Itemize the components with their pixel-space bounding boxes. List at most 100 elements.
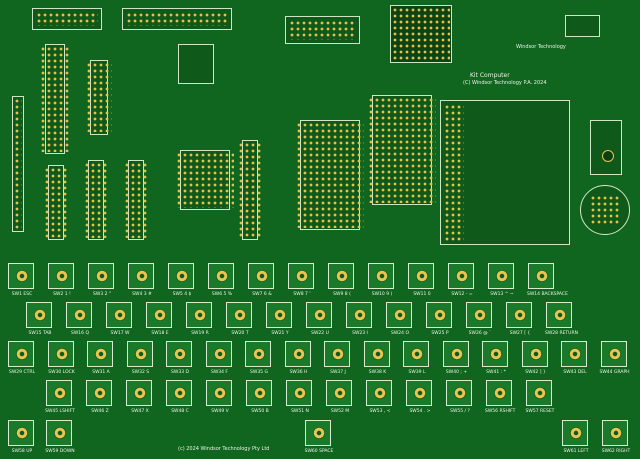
key-switch[interactable]: SW52 M bbox=[326, 380, 352, 414]
key-switch[interactable]: SW57 RESET bbox=[526, 380, 554, 414]
key-switch[interactable]: SW55 / ? bbox=[446, 380, 472, 414]
ic-tall-2-pins bbox=[84, 162, 108, 238]
key-switch[interactable]: SW19 R bbox=[186, 302, 212, 336]
key-cap bbox=[16, 427, 28, 439]
key-switch[interactable]: SW13 ^ ~ bbox=[488, 263, 514, 297]
key-label: SW60 SPACE bbox=[304, 449, 334, 454]
key-switch[interactable]: SW16 Q bbox=[66, 302, 92, 336]
key-cap bbox=[95, 348, 107, 360]
key-cap bbox=[74, 309, 86, 321]
key-switch[interactable]: SW37 J bbox=[324, 341, 350, 375]
key-cap bbox=[94, 387, 106, 399]
key-switch[interactable]: SW10 9 ) bbox=[368, 263, 394, 297]
key-label: SW62 RIGHT bbox=[601, 449, 631, 454]
key-switch[interactable]: SW60 SPACE bbox=[305, 420, 333, 454]
key-label: SW8 7 ' bbox=[293, 292, 311, 297]
key-switch[interactable]: SW17 W bbox=[106, 302, 132, 336]
key-cap bbox=[194, 309, 206, 321]
key-switch[interactable]: SW32 S bbox=[126, 341, 153, 375]
key-switch[interactable]: SW38 K bbox=[363, 341, 390, 375]
key-switch[interactable]: SW34 F bbox=[205, 341, 232, 375]
key-switch[interactable]: SW47 X bbox=[126, 380, 152, 414]
key-switch[interactable]: SW48 C bbox=[166, 380, 192, 414]
key-switch[interactable]: SW49 V bbox=[206, 380, 232, 414]
key-switch[interactable]: SW4 3 # bbox=[128, 263, 154, 297]
key-cap bbox=[96, 270, 108, 282]
key-switch[interactable]: SW40 ; + bbox=[442, 341, 469, 375]
key-switch[interactable]: SW42 ] } bbox=[521, 341, 548, 375]
key-switch[interactable]: SW59 DOWN bbox=[45, 420, 75, 454]
key-switch[interactable]: SW26 @ ` bbox=[466, 302, 492, 336]
key-cap bbox=[450, 348, 463, 360]
key-switch[interactable]: SW18 E bbox=[146, 302, 172, 336]
key-cap bbox=[474, 309, 486, 321]
key-switch[interactable]: SW14 BACKSPACE bbox=[527, 263, 568, 297]
key-switch[interactable]: SW23 I bbox=[346, 302, 372, 336]
key-switch[interactable]: SW44 GRAPH bbox=[600, 341, 630, 375]
key-switch[interactable]: SW58 UP bbox=[8, 420, 34, 454]
key-switch[interactable]: SW20 T bbox=[226, 302, 252, 336]
key-switch[interactable]: SW21 Y bbox=[266, 302, 292, 336]
connector-right bbox=[565, 15, 600, 37]
key-switch[interactable]: SW45 LSHIFT bbox=[45, 380, 75, 414]
key-switch[interactable]: SW8 7 ' bbox=[288, 263, 314, 297]
key-switch[interactable]: SW41 : * bbox=[482, 341, 508, 375]
key-cap bbox=[394, 309, 406, 321]
key-label: SW31 A bbox=[92, 370, 110, 375]
key-label: SW56 RSHIFT bbox=[485, 409, 516, 414]
key-switch[interactable]: SW30 LOCK bbox=[47, 341, 75, 375]
key-switch[interactable]: SW25 P bbox=[426, 302, 452, 336]
key-switch[interactable]: SW28 RETURN bbox=[545, 302, 578, 336]
key-switch[interactable]: SW61 LEFT bbox=[562, 420, 589, 454]
key-cap bbox=[136, 270, 148, 282]
ic-tall-3-pins bbox=[124, 162, 148, 238]
key-switch[interactable]: SW39 L bbox=[403, 341, 429, 375]
key-switch[interactable]: SW12 - = bbox=[448, 263, 474, 297]
key-switch[interactable]: SW46 Z bbox=[86, 380, 112, 414]
key-switch[interactable]: SW2 1 ! bbox=[48, 263, 74, 297]
key-switch[interactable]: SW3 2 " bbox=[88, 263, 114, 297]
key-cap bbox=[610, 427, 622, 439]
key-cap bbox=[494, 387, 506, 399]
key-label: SW39 L bbox=[408, 370, 426, 375]
key-switch[interactable]: SW7 6 & bbox=[248, 263, 274, 297]
key-switch[interactable]: SW35 G bbox=[245, 341, 271, 375]
key-switch[interactable]: SW11 0 bbox=[408, 263, 434, 297]
key-switch[interactable]: SW15 TAB bbox=[26, 302, 52, 336]
key-cap bbox=[554, 309, 566, 321]
key-label: SW27 [ { bbox=[509, 331, 531, 336]
key-switch[interactable]: SW6 5 % bbox=[208, 263, 234, 297]
key-cap bbox=[253, 348, 265, 360]
brand-name: Windsor Technology bbox=[516, 44, 566, 50]
key-label: SW16 Q bbox=[70, 331, 89, 336]
ic-large-left-pins bbox=[40, 46, 70, 152]
key-switch[interactable]: SW27 [ { bbox=[506, 302, 532, 336]
key-label: SW5 4 $ bbox=[172, 292, 192, 297]
key-switch[interactable]: SW1 ESC bbox=[8, 263, 34, 297]
key-switch[interactable]: SW54 . > bbox=[406, 380, 432, 414]
key-switch[interactable]: SW62 RIGHT bbox=[602, 420, 630, 454]
key-switch[interactable]: SW50 B bbox=[246, 380, 272, 414]
key-label: SW57 RESET bbox=[525, 409, 555, 414]
key-label: SW29 CTRL bbox=[9, 370, 35, 375]
key-label: SW22 U bbox=[311, 331, 329, 336]
key-switch[interactable]: SW51 N bbox=[286, 380, 312, 414]
key-label: SW55 / ? bbox=[450, 409, 470, 414]
key-switch[interactable]: SW31 A bbox=[87, 341, 113, 375]
key-cap bbox=[234, 309, 246, 321]
key-switch[interactable]: SW33 D bbox=[166, 341, 192, 375]
key-switch[interactable]: SW24 O bbox=[386, 302, 412, 336]
key-switch[interactable]: SW36 H bbox=[284, 341, 311, 375]
key-switch[interactable]: SW29 CTRL bbox=[8, 341, 35, 375]
key-switch[interactable]: SW53 , < bbox=[366, 380, 392, 414]
key-label: SW25 P bbox=[431, 331, 449, 336]
key-switch[interactable]: SW56 RSHIFT bbox=[485, 380, 515, 414]
key-switch[interactable]: SW5 4 $ bbox=[168, 263, 194, 297]
key-switch[interactable]: SW9 8 ( bbox=[328, 263, 354, 297]
key-cap bbox=[416, 270, 428, 282]
key-cap bbox=[514, 309, 526, 321]
key-label: SW3 2 " bbox=[93, 292, 111, 297]
key-label: SW1 ESC bbox=[11, 292, 33, 297]
key-switch[interactable]: SW22 U bbox=[306, 302, 332, 336]
key-switch[interactable]: SW43 DEL bbox=[561, 341, 587, 375]
